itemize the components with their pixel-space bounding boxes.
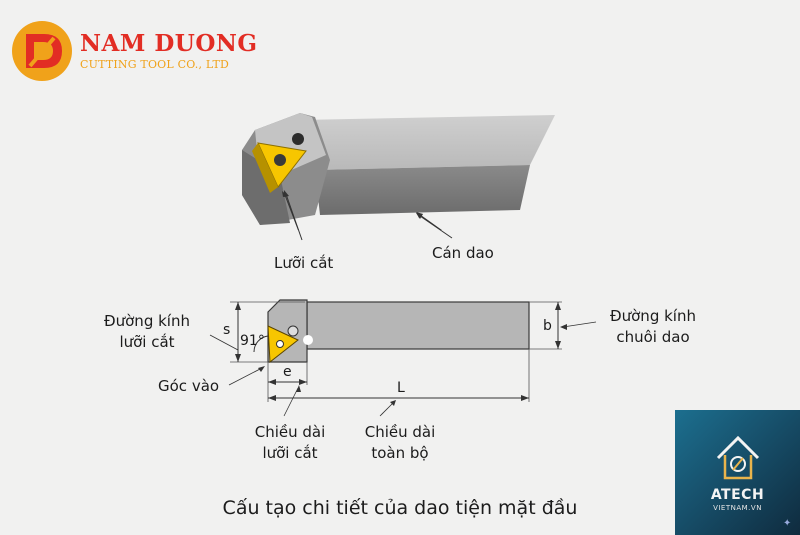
label-cutting-diameter: Đường kính lưỡi cắt <box>92 311 202 353</box>
head-side-face <box>242 150 290 225</box>
label-shank-diameter-line1: Đường kính <box>610 307 696 325</box>
label-shank-diameter-line2: chuôi dao <box>616 328 690 346</box>
leader-lines-top <box>284 190 453 241</box>
label-total-length-line1: Chiều dài <box>364 423 436 441</box>
label-cutting-length-line1: Chiều dài <box>254 423 326 441</box>
insert-screw-icon <box>274 154 286 166</box>
label-cutting-diameter-line2: lưỡi cắt <box>119 333 175 351</box>
dim-s: s <box>223 322 231 338</box>
drawing-pin <box>303 335 313 345</box>
dim-b: b <box>543 318 552 334</box>
shank-top-face <box>300 115 555 170</box>
watermark-name: ATECH <box>710 487 765 503</box>
house-icon <box>716 435 760 480</box>
label-cutting-length: Chiều dài lưỡi cắt <box>240 422 340 464</box>
brand-logo-icon <box>12 21 72 81</box>
brand-subtitle: CUTTING TOOL CO., LTD <box>80 58 230 71</box>
dim-e: e <box>283 364 292 380</box>
brand-logo <box>8 20 268 82</box>
watermark-subtitle: VIETNAM.VN <box>713 504 762 512</box>
sparkle-icon: ✦ <box>783 518 792 529</box>
drawing-shank <box>306 301 530 350</box>
clamp-screw-icon <box>292 133 304 145</box>
label-cutting-edge: Lưỡi cắt <box>274 254 334 272</box>
brand-name: NAM DUONG <box>80 30 258 57</box>
technical-drawing <box>209 299 597 417</box>
diagram-caption: Cấu tạo chi tiết của dao tiện mặt đầu <box>222 497 578 519</box>
label-total-length-line2: toàn bộ <box>371 444 429 462</box>
label-cutting-diameter-line1: Đường kính <box>104 312 190 330</box>
drawing-clamp <box>287 325 299 337</box>
label-total-length: Chiều dài toàn bộ <box>350 422 450 464</box>
label-shank-diameter: Đường kính chuôi dao <box>598 306 708 348</box>
watermark-panel: ✦ <box>675 410 800 535</box>
drawing-insert-hole <box>276 340 284 348</box>
label-entry-angle: Góc vào <box>158 377 220 395</box>
label-cutting-length-line2: lưỡi cắt <box>262 444 318 462</box>
insert-edge <box>252 143 278 193</box>
dim-L: L <box>397 380 405 396</box>
shank-side-face <box>315 165 530 215</box>
label-shank: Cán dao <box>432 244 494 262</box>
dim-angle: 91° <box>240 333 265 349</box>
